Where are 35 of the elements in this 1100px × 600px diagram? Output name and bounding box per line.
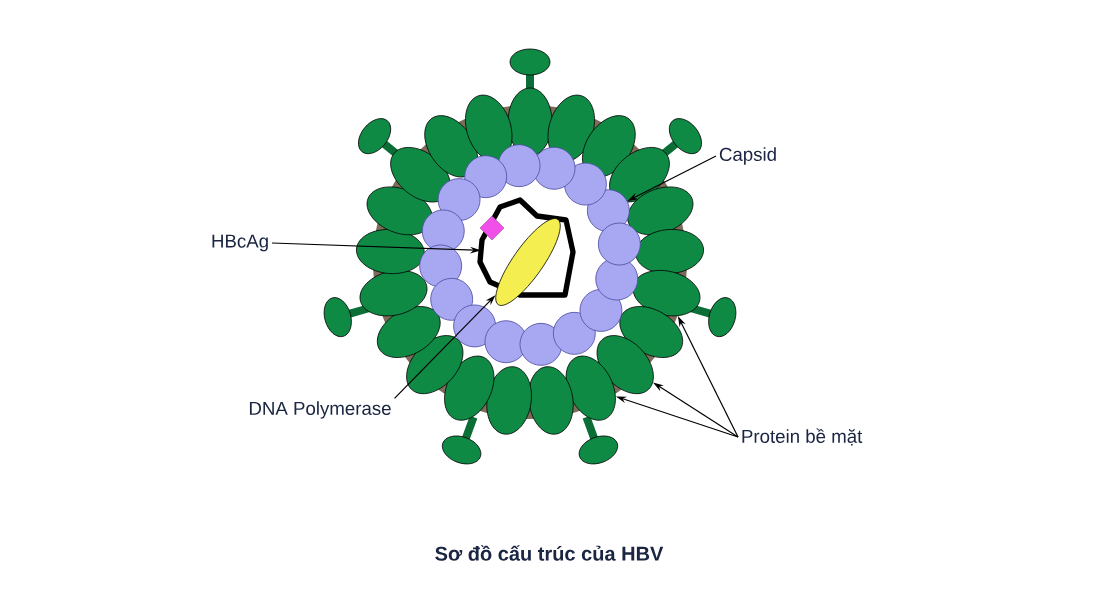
surface-protein: [356, 229, 425, 274]
capsid-circle: [430, 277, 474, 321]
capsid-circle: [552, 311, 596, 355]
surface-protein: [359, 270, 428, 317]
surface-protein: [444, 355, 495, 421]
surface-protein: [390, 147, 451, 203]
capsid-circle: [464, 155, 508, 199]
capsid-circle: [497, 144, 541, 188]
surface-protein: [627, 186, 694, 236]
caption: Sơ đồ cấu trúc của HBV: [435, 545, 664, 561]
capsid-circle: [519, 322, 563, 366]
surface-protein: [366, 186, 433, 236]
core-outline: [477, 197, 576, 298]
surface-protein: [486, 366, 532, 435]
part-label: Capsid: [719, 147, 776, 165]
surface-protein: [406, 335, 464, 395]
surface-protein: [528, 366, 574, 435]
capsid-circle: [579, 289, 623, 332]
surface-protein: [376, 306, 441, 358]
surface-protein: [635, 229, 704, 274]
capsid-circle: [597, 222, 641, 266]
capsid-circle: [437, 178, 481, 221]
capsid-circle: [564, 162, 607, 206]
surface-protein: [465, 94, 513, 162]
surface-protein: [632, 270, 701, 317]
capsid-circle: [419, 244, 463, 288]
surface-protein: [596, 335, 654, 395]
surface-protein: [619, 306, 684, 358]
part-label: Protein bề mặt: [742, 428, 863, 446]
surface-protein: [582, 115, 636, 178]
surface-protein: [609, 147, 670, 203]
surface-protein: [565, 355, 616, 421]
surface-protein: [424, 115, 478, 178]
part-label: HBcAg: [212, 234, 268, 252]
part-label: DNA Polymerase: [249, 401, 391, 419]
